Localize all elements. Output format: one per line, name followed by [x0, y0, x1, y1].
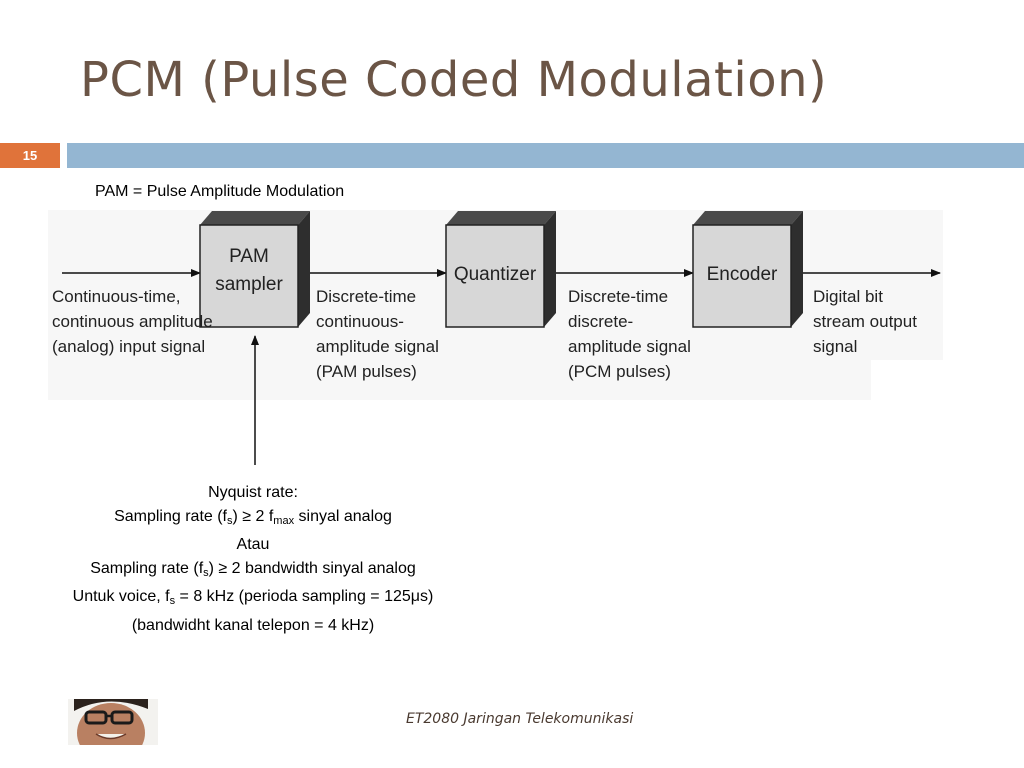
voice-sampling-line: Untuk voice, fs = 8 kHz (perioda samplin… — [72, 588, 434, 607]
pam-sampler-block: PAM sampler — [199, 211, 310, 328]
encoder-label: Encoder — [707, 264, 778, 285]
quantizer-output-label-line-3: amplitude signal — [568, 337, 691, 356]
presenter-avatar — [68, 699, 158, 745]
title-rule — [67, 143, 1024, 168]
slide-number: 15 — [0, 143, 60, 168]
sampling-rate-bandwidth-line: Sampling rate (fs) ≥ 2 bandwidth sinyal … — [90, 559, 416, 579]
footer-course-name: ET2080 Jaringan Telekomunikasi — [406, 711, 634, 727]
sampling-rate-fmax-line: Sampling rate (fs) ≥ 2 fmax sinyal analo… — [114, 507, 392, 527]
encoder-output-label-line-2: stream output — [813, 312, 917, 331]
encoder-output-label-line-3: signal — [813, 337, 857, 356]
telephone-bandwidth-line: (bandwidht kanal telepon = 4 kHz) — [131, 616, 375, 634]
input-label-line-1: Continuous-time, — [52, 287, 181, 306]
pam-output-label-line-4: (PAM pulses) — [316, 362, 417, 381]
pam-output-label-line-1: Discrete-time — [316, 287, 416, 306]
atau-line: Atau — [236, 536, 270, 553]
slide-title: PCM (Pulse Coded Modulation) — [80, 52, 828, 108]
pam-output-label-line-2: continuous- — [316, 312, 404, 331]
pam-output-label-line-3: amplitude signal — [316, 337, 439, 356]
nyquist-notes: Nyquist rate: Sampling rate (fs) ≥ 2 fma… — [18, 481, 488, 637]
nyquist-title: Nyquist rate: — [208, 484, 298, 501]
diagram-background-lower — [48, 360, 871, 400]
quantizer-block: Quantizer — [445, 211, 556, 328]
pam-sampler-label-2: sampler — [215, 274, 283, 295]
quantizer-label: Quantizer — [454, 264, 537, 285]
input-label-line-3: (analog) input signal — [52, 337, 205, 356]
pam-sampler-label-1: PAM — [229, 246, 269, 267]
quantizer-output-label-line-2: discrete- — [568, 312, 633, 331]
input-label-line-2: continuous amplitude — [52, 312, 213, 331]
encoder-output-label-line-1: Digital bit — [813, 287, 883, 306]
quantizer-output-label-line-4: (PCM pulses) — [568, 362, 671, 381]
encoder-block: Encoder — [692, 211, 803, 328]
quantizer-output-label-line-1: Discrete-time — [568, 287, 668, 306]
pam-definition: PAM = Pulse Amplitude Modulation — [95, 183, 345, 200]
